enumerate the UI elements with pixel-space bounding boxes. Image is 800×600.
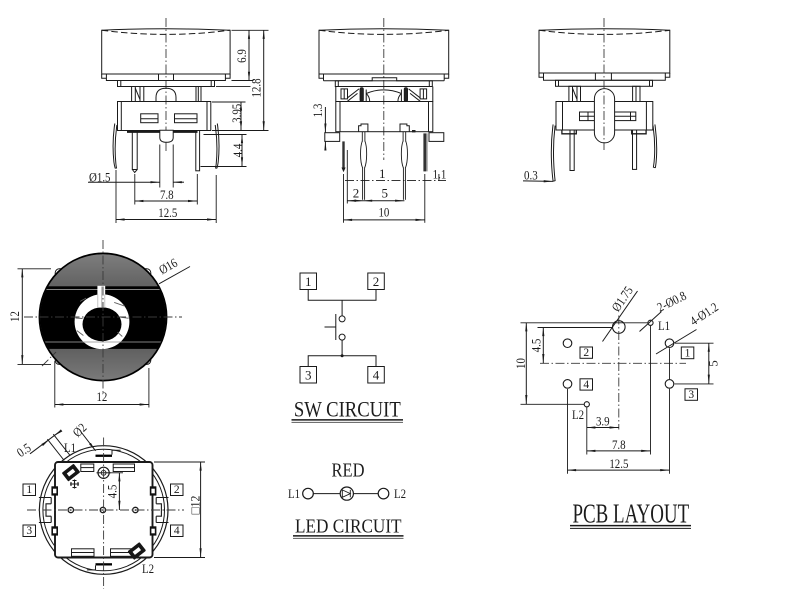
svg-text:1: 1	[26, 484, 32, 496]
svg-text:3.95: 3.95	[229, 104, 244, 123]
svg-text:L2: L2	[142, 561, 154, 576]
svg-text:2: 2	[353, 185, 360, 200]
svg-text:4: 4	[373, 368, 380, 383]
svg-text:4.5: 4.5	[528, 339, 543, 353]
svg-text:SW CIRCUIT: SW CIRCUIT	[294, 398, 401, 422]
svg-text:12: 12	[96, 389, 107, 404]
svg-text:L1: L1	[64, 440, 76, 455]
svg-text:7.8: 7.8	[160, 187, 174, 202]
svg-text:4.5: 4.5	[105, 485, 120, 499]
svg-text:1: 1	[685, 347, 691, 359]
svg-text:4.4: 4.4	[230, 143, 245, 157]
svg-text:LED CIRCUIT: LED CIRCUIT	[295, 515, 402, 538]
svg-text:10: 10	[513, 358, 528, 369]
svg-text:12.5: 12.5	[609, 456, 628, 471]
svg-text:L2: L2	[572, 407, 584, 422]
svg-text:□12: □12	[188, 496, 203, 515]
svg-text:PCB LAYOUT: PCB LAYOUT	[572, 499, 689, 529]
svg-text:Ø1.5: Ø1.5	[89, 170, 111, 185]
svg-text:3: 3	[688, 389, 694, 401]
svg-text:7.8: 7.8	[612, 437, 626, 452]
svg-text:RED: RED	[332, 459, 365, 481]
svg-text:L2: L2	[394, 486, 406, 501]
svg-text:4: 4	[174, 525, 180, 537]
svg-text:5: 5	[706, 360, 721, 367]
svg-text:12.8: 12.8	[249, 78, 264, 97]
svg-text:0.3: 0.3	[524, 167, 538, 182]
svg-text:1: 1	[305, 274, 312, 289]
svg-text:6.9: 6.9	[234, 49, 249, 63]
svg-text:1: 1	[379, 166, 386, 181]
svg-text:12.5: 12.5	[158, 205, 177, 220]
svg-text:12: 12	[7, 311, 22, 322]
svg-text:4: 4	[583, 379, 589, 391]
svg-text:3: 3	[26, 525, 32, 537]
svg-text:3.9: 3.9	[596, 413, 610, 428]
svg-text:3: 3	[305, 368, 312, 383]
svg-text:1.1: 1.1	[433, 167, 447, 182]
svg-text:2: 2	[373, 274, 380, 289]
svg-text:1.3: 1.3	[310, 104, 325, 118]
svg-text:2: 2	[583, 347, 589, 359]
svg-text:L1: L1	[658, 318, 670, 333]
svg-text:L1: L1	[288, 486, 300, 501]
svg-text:5: 5	[381, 185, 388, 200]
svg-text:2: 2	[174, 484, 180, 496]
svg-text:10: 10	[378, 205, 389, 220]
